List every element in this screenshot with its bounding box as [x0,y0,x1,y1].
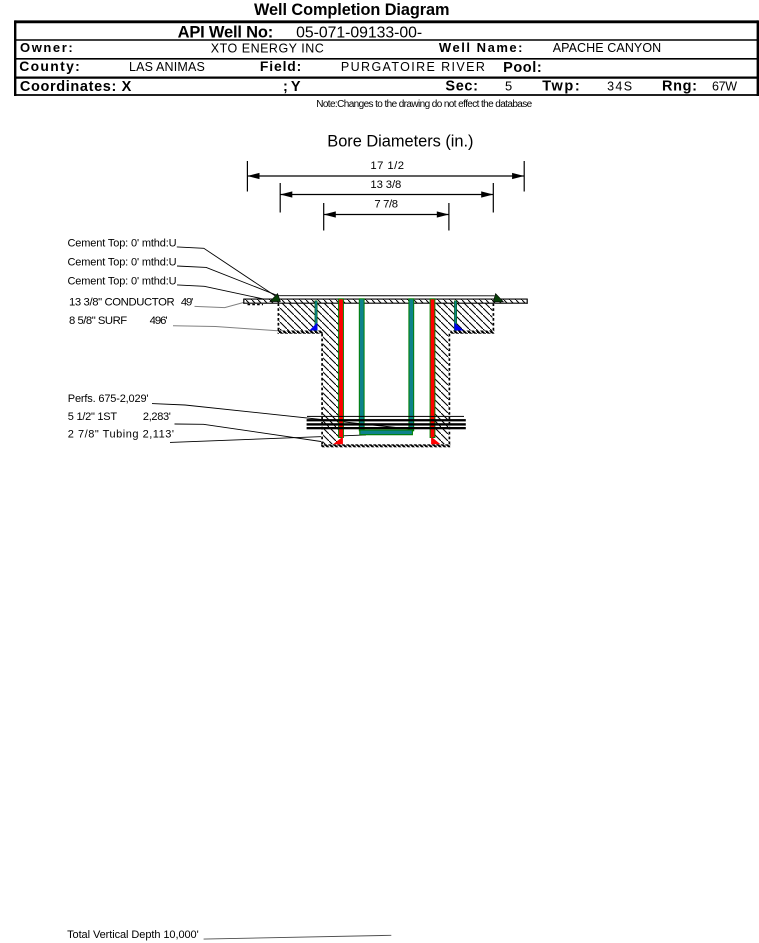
svg-text:Total Vertical Depth 10,000': Total Vertical Depth 10,000' [67,929,199,941]
svg-text:APACHE CANYON: APACHE CANYON [553,41,662,55]
svg-text:API Well No:: API Well No: [178,23,274,41]
svg-text:Cement Top: 0' mthd:U: Cement Top: 0' mthd:U [68,275,177,287]
svg-text:2 7/8" Tubing 2,113': 2 7/8" Tubing 2,113' [68,429,174,441]
svg-text:XTO ENERGY INC: XTO ENERGY INC [211,41,324,55]
svg-text:8 5/8" SURF: 8 5/8" SURF [69,315,127,327]
svg-text:Bore Diameters (in.): Bore Diameters (in.) [327,133,473,151]
svg-text:5: 5 [505,78,512,93]
svg-text:13 3/8: 13 3/8 [370,179,401,191]
svg-text:Twp:: Twp: [542,79,580,95]
svg-text:County:: County: [19,58,80,74]
svg-text:Field:: Field: [260,58,301,74]
svg-text:Perfs. 675-2,029': Perfs. 675-2,029' [68,393,149,405]
svg-text:17 1/2: 17 1/2 [370,160,404,172]
svg-text:Sec:: Sec: [445,79,478,95]
svg-text:Cement Top: 0' mthd:U: Cement Top: 0' mthd:U [68,257,177,269]
svg-text:Coordinates: X: Coordinates: X [20,79,132,95]
svg-text:13 3/8" CONDUCTOR: 13 3/8" CONDUCTOR [69,296,175,308]
svg-text:Rng:: Rng: [662,79,697,95]
svg-text:05-071-09133-00-: 05-071-09133-00- [296,24,422,41]
svg-text:49': 49' [181,296,193,308]
svg-text:Note:Changes to the drawing do: Note:Changes to the drawing do not effec… [316,99,532,110]
svg-text:5 1/2" 1ST: 5 1/2" 1ST [68,411,118,423]
svg-text:34S: 34S [607,79,632,93]
svg-text:Owner:: Owner: [20,40,73,55]
svg-text:Pool:: Pool: [503,60,542,76]
svg-text:2,283': 2,283' [143,411,171,423]
svg-text:; Y: ; Y [283,79,301,95]
svg-text:PURGATOIRE RIVER: PURGATOIRE RIVER [341,60,485,74]
svg-text:Cement Top: 0' mthd:U: Cement Top: 0' mthd:U [68,237,177,249]
svg-text:67W: 67W [712,79,737,93]
svg-text:7 7/8: 7 7/8 [374,199,398,211]
svg-text:Well Completion Diagram: Well Completion Diagram [254,1,450,19]
svg-text:LAS ANIMAS: LAS ANIMAS [129,60,205,74]
svg-text:496': 496' [150,315,168,327]
